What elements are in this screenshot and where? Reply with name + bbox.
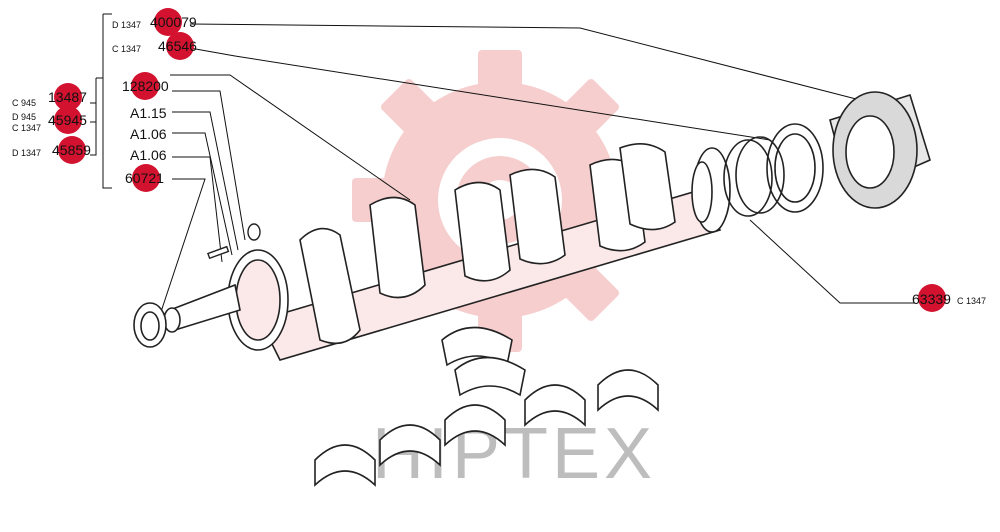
callout-marker	[132, 164, 160, 192]
callout-code: C 1347	[957, 296, 986, 306]
callout-part-number: 45945	[48, 112, 87, 128]
callout-part-number: 400079	[150, 14, 197, 30]
callout-c9: D 1347 45859	[12, 136, 91, 164]
callout-part-number: A1.06	[130, 147, 167, 163]
callout-part-number: 13487	[48, 89, 87, 105]
callout-code: D 945	[12, 112, 36, 122]
callout-marker	[54, 83, 82, 111]
callout-c8: A1.06	[130, 126, 167, 142]
front-seal	[133, 302, 167, 348]
main-bearing-shells	[314, 369, 659, 487]
callout-marker	[166, 32, 194, 60]
callout-c2: C 1347 46546	[112, 32, 197, 60]
callout-part-number: A1.15	[130, 105, 167, 121]
callout-marker	[918, 284, 946, 312]
callout-part-number: 45859	[52, 142, 91, 158]
callout-code: C 1347	[12, 123, 41, 133]
callout-marker	[131, 72, 159, 100]
callout-marker	[58, 136, 86, 164]
callout-code: C 1347	[112, 44, 141, 54]
callout-c10: A1.06	[130, 147, 167, 163]
callout-c5: A1.15	[130, 105, 167, 121]
callout-marker	[154, 8, 182, 36]
thrust-washers	[441, 326, 526, 397]
callout-c6: D 945 45945	[12, 106, 87, 134]
callout-code: C 945	[12, 98, 36, 108]
callout-c3: 128200	[122, 72, 169, 100]
leader-lines	[149, 23, 915, 346]
callout-part-number: 46546	[158, 38, 197, 54]
rear-seal-housing	[829, 91, 931, 209]
callout-part-number: A1.06	[130, 126, 167, 142]
callout-c12: 63339 C 1347	[912, 284, 986, 312]
callout-bracket	[90, 13, 112, 189]
callout-c1: D 1347 400079	[112, 8, 197, 36]
callout-c4: C 945 13487	[12, 83, 87, 111]
callout-marker	[54, 106, 82, 134]
callout-part-number: 60721	[125, 170, 164, 186]
callout-code: D 1347	[112, 20, 141, 30]
callout-c7: C 1347	[12, 123, 41, 133]
callout-code: D 1347	[12, 148, 41, 158]
callout-part-number: 63339	[912, 291, 951, 307]
callout-part-number: 128200	[122, 78, 169, 94]
key-and-pin	[207, 223, 261, 260]
callout-c11: 60721	[125, 164, 164, 192]
rear-rings	[723, 123, 824, 217]
crankshaft	[163, 143, 731, 361]
